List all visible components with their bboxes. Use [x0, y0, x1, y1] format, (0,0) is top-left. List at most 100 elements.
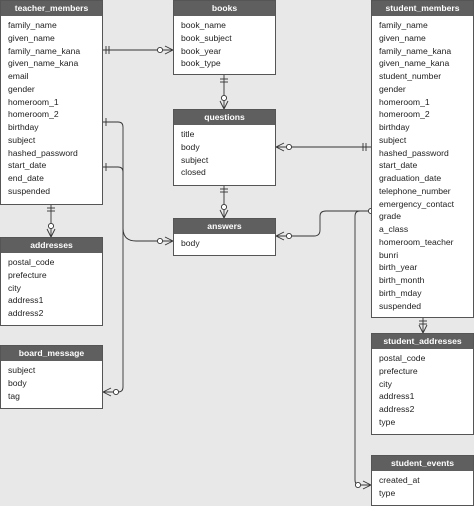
- field-type: type: [379, 416, 396, 427]
- field-given-name: given_name: [379, 32, 426, 43]
- optional-circle: [156, 46, 164, 54]
- field-gender: gender: [379, 83, 406, 94]
- field-book-name: book_name: [181, 20, 226, 30]
- entity-title: student_members: [372, 1, 473, 16]
- field-birth-month: birth_month: [379, 275, 425, 285]
- entity-title: student_addresses: [372, 334, 473, 349]
- entity-title: student_events: [372, 456, 473, 471]
- field-address1: address1: [379, 391, 415, 402]
- field-address1: address1: [8, 295, 44, 306]
- field-closed: closed: [181, 167, 206, 178]
- field-bunri: bunri: [379, 249, 399, 260]
- field-homeroom-1: homeroom_1: [8, 96, 59, 107]
- crow-foot: [418, 324, 428, 334]
- field-subject: subject: [8, 365, 36, 375]
- field-suspended: suspended: [8, 185, 51, 196]
- field-city: city: [8, 282, 21, 293]
- field-family-name: family_name: [379, 20, 428, 30]
- field-family-name-kana: family_name_kana: [8, 45, 81, 56]
- field-grade: grade: [379, 211, 401, 222]
- field-book-type: book_type: [181, 58, 221, 69]
- entity-title: board_message: [1, 346, 102, 361]
- field-homeroom-2: homeroom_2: [8, 109, 59, 120]
- field-family-name-kana: family_name_kana: [379, 45, 452, 56]
- entity-board-message[interactable]: board_message subject body tag: [0, 345, 103, 409]
- field-list: subject body tag: [1, 364, 102, 402]
- field-city: city: [379, 378, 392, 389]
- field-start-date: start_date: [379, 160, 418, 171]
- field-body: body: [181, 238, 200, 248]
- field-birth-year: birth_year: [379, 262, 418, 273]
- optional-circle: [354, 481, 362, 489]
- field-list: postal_code prefecture city address1 address…: [1, 256, 102, 320]
- field-given-name: given_name: [8, 32, 55, 43]
- entity-title: addresses: [1, 238, 102, 253]
- entity-title: books: [174, 1, 275, 16]
- field-homeroom-2: homeroom_2: [379, 109, 430, 120]
- field-body: body: [8, 377, 27, 388]
- field-graduation-date: graduation_date: [379, 173, 442, 183]
- field-hashed-password: hashed_password: [379, 147, 449, 158]
- crow-foot: [164, 236, 174, 246]
- crow-foot: [275, 231, 285, 241]
- field-homeroom-teacher: homeroom_teacher: [379, 236, 454, 247]
- field-birthday: birthday: [8, 122, 39, 132]
- entity-addresses[interactable]: addresses postal_code prefecture city addre…: [0, 237, 103, 326]
- field-list: body: [174, 237, 275, 250]
- field-list: title body subject closed: [174, 128, 275, 179]
- field-end-date: end_date: [8, 173, 44, 183]
- field-emergency-contact: emergency_contact: [379, 198, 454, 209]
- optional-circle: [112, 388, 120, 396]
- entity-questions[interactable]: questions title body subject closed: [173, 109, 276, 186]
- field-homeroom-1: homeroom_1: [379, 96, 430, 107]
- optional-circle: [285, 232, 293, 240]
- field-family-name: family_name: [8, 20, 57, 30]
- field-hashed-password: hashed_password: [8, 147, 78, 158]
- field-postal-code: postal_code: [379, 353, 426, 363]
- optional-circle: [285, 143, 293, 151]
- crow-foot: [275, 142, 285, 152]
- field-postal-code: postal_code: [8, 257, 55, 267]
- crow-foot: [46, 228, 56, 238]
- relationship-line: [103, 121, 124, 393]
- field-title: title: [181, 129, 195, 139]
- crow-foot: [102, 387, 112, 397]
- entity-answers[interactable]: answers body: [173, 218, 276, 256]
- field-book-year: book_year: [181, 45, 222, 56]
- crow-foot: [362, 480, 372, 490]
- field-given-name-kana: given_name_kana: [8, 58, 79, 69]
- optional-circle: [47, 222, 55, 230]
- entity-title: questions: [174, 110, 275, 125]
- field-telephone-number: telephone_number: [379, 185, 451, 196]
- crow-foot: [164, 45, 174, 55]
- optional-circle: [220, 203, 228, 211]
- relationship-line: [354, 210, 371, 486]
- field-book-subject: book_subject: [181, 32, 232, 43]
- relationship-line: [103, 166, 173, 242]
- crow-foot: [219, 100, 229, 110]
- field-address2: address2: [8, 308, 44, 318]
- field-tag: tag: [8, 390, 20, 401]
- field-list: book_name book_subject book_year book_type: [174, 19, 275, 70]
- field-body: body: [181, 141, 200, 152]
- field-created-at: created_at: [379, 475, 420, 485]
- field-birthday: birthday: [379, 122, 410, 132]
- field-student-number: student_number: [379, 71, 442, 81]
- optional-circle: [156, 237, 164, 245]
- field-address2: address2: [379, 404, 415, 414]
- field-start-date: start_date: [8, 160, 47, 171]
- entity-title: teacher_members: [1, 1, 102, 16]
- field-subject: subject: [181, 154, 209, 165]
- field-prefecture: prefecture: [8, 269, 47, 280]
